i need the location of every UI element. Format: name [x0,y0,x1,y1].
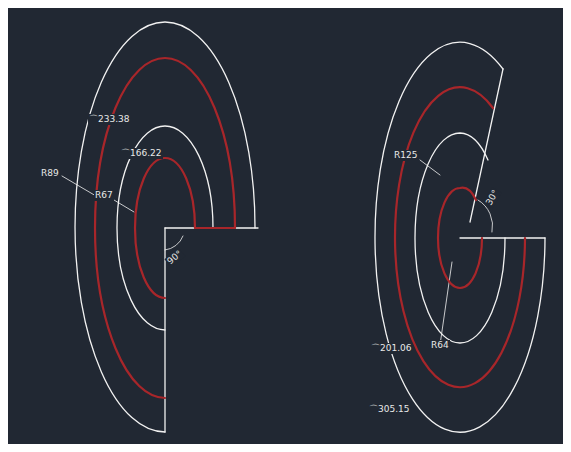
dimension-label: R67 [94,190,114,201]
dimension-label: ⌒201.06 [370,343,413,354]
dimension-label: R89 [40,168,60,179]
dimension-label: ⌒305.15 [368,404,411,415]
dimension-label: ⌒233.38 [88,114,131,125]
dimension-label: R125 [393,150,418,161]
drawing-panel [8,8,563,444]
dimension-label: R64 [430,340,450,351]
dimension-label: ⌒166.22 [120,148,163,159]
